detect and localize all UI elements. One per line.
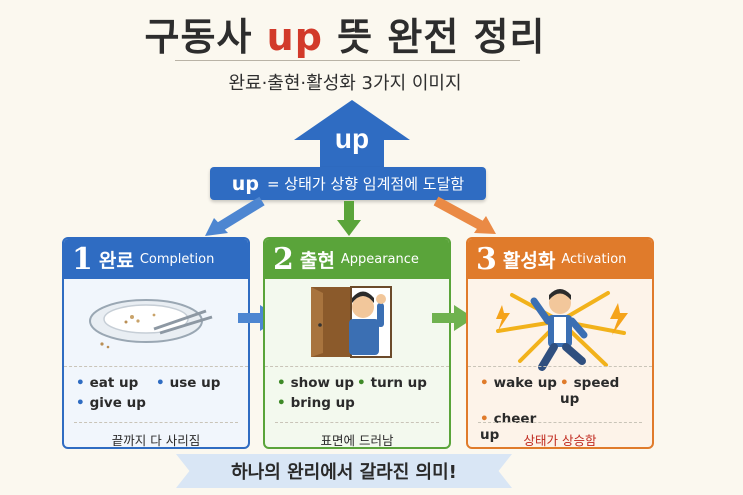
phrase-item: •speed up — [560, 375, 620, 407]
example-phrases: •wake up •speed up •cheer up — [468, 366, 652, 447]
phrase-item: •show up — [277, 375, 355, 391]
card-number: 2 — [273, 241, 294, 277]
card-appearance: 2 출현 Appearance •show up •turn up •bring… — [263, 237, 451, 449]
card-title-ko: 활성화 — [502, 249, 556, 272]
energized-person-icon — [496, 289, 628, 371]
connector-middle-arrow — [337, 201, 361, 236]
card-caption: 상태가 상승함 — [478, 422, 642, 447]
up-arrow-icon: up — [294, 100, 410, 170]
title-divider — [175, 60, 520, 61]
title-text-after: 뜻 완전 정리 — [322, 15, 546, 59]
connector-left-arrow — [205, 196, 265, 236]
arrow-right-icon — [432, 305, 474, 331]
up-arrow-label: up — [335, 123, 369, 154]
empty-plate-icon — [89, 299, 213, 349]
definition-text: = 상태가 상향 임계점에 도달함 — [266, 175, 465, 193]
definition-banner: up = 상태가 상향 임계점에 도달함 — [210, 167, 486, 200]
page-subtitle: 완료·출현·활성화 3가지 이미지 — [228, 73, 462, 94]
card-header: 1 완료 Completion — [64, 239, 248, 279]
phrase-item: •bring up — [277, 395, 355, 411]
card-title-ko: 완료 — [98, 249, 134, 272]
footer-ribbon: 하나의 완리에서 갈라진 의미! — [176, 454, 512, 488]
page-title: 구동사 up 뜻 완전 정리 — [0, 6, 690, 61]
phrase-item: •cheer up — [480, 411, 537, 443]
card-activation: 3 활성화 Activation •wake up •speed up •che… — [466, 237, 654, 449]
card-title-en: Appearance — [340, 251, 419, 267]
card-title-en: Completion — [139, 251, 215, 267]
card-completion: 1 완료 Completion •eat up •use up •give up… — [62, 237, 250, 449]
definition-key: up — [231, 172, 259, 195]
phrase-item: •give up — [76, 395, 146, 411]
card-caption: 표면에 드러남 — [275, 422, 439, 447]
card-header: 3 활성화 Activation — [468, 239, 652, 279]
title-text-before: 구동사 — [144, 15, 267, 59]
example-phrases: •eat up •use up •give up — [64, 366, 248, 415]
card-header: 2 출현 Appearance — [265, 239, 449, 279]
phrase-item: •turn up — [357, 375, 427, 391]
card-number: 3 — [476, 241, 497, 277]
phrase-item: •eat up — [76, 375, 139, 391]
footer-ribbon-text: 하나의 완리에서 갈라진 의미! — [231, 462, 457, 483]
person-at-door-icon — [311, 286, 392, 358]
phrase-item: •wake up — [480, 375, 557, 391]
connector-right-arrow — [433, 196, 496, 234]
card-caption: 끝까지 다 사리짐 — [74, 422, 238, 447]
title-accent: up — [266, 15, 323, 59]
card-title-en: Activation — [561, 251, 627, 267]
card-title-ko: 출현 — [299, 249, 335, 272]
example-phrases: •show up •turn up •bring up — [265, 366, 449, 415]
card-number: 1 — [72, 241, 93, 277]
phrase-item: •use up — [156, 375, 221, 391]
